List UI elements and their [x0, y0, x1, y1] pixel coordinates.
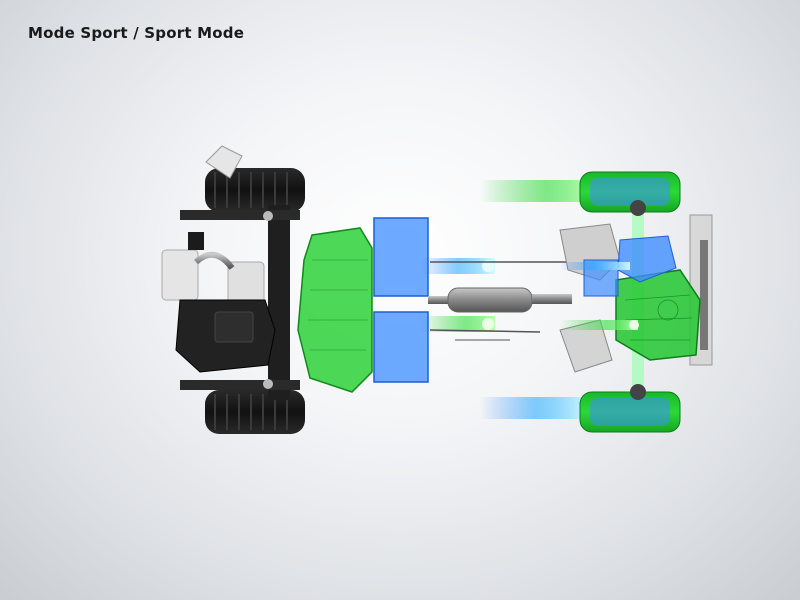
fuel-tank [297, 227, 373, 393]
energy-glow-lower [482, 318, 494, 330]
rear-muffler-1 [161, 249, 199, 301]
energy-flow-bottom-front [480, 397, 590, 419]
rear-tyre-bottom [205, 390, 305, 434]
rear-axle-assembly [161, 145, 305, 434]
combustion-engine [615, 269, 701, 361]
rear-tyre-top [205, 168, 305, 212]
energy-flow-battery-lower [420, 316, 495, 332]
traction-battery [373, 217, 429, 383]
energy-flow-top-front [480, 180, 590, 202]
exhaust-line [428, 261, 580, 341]
diagram-title: Mode Sport / Sport Mode [28, 24, 245, 42]
front-axle-assembly [559, 171, 713, 433]
energy-glow-upper [482, 260, 494, 272]
